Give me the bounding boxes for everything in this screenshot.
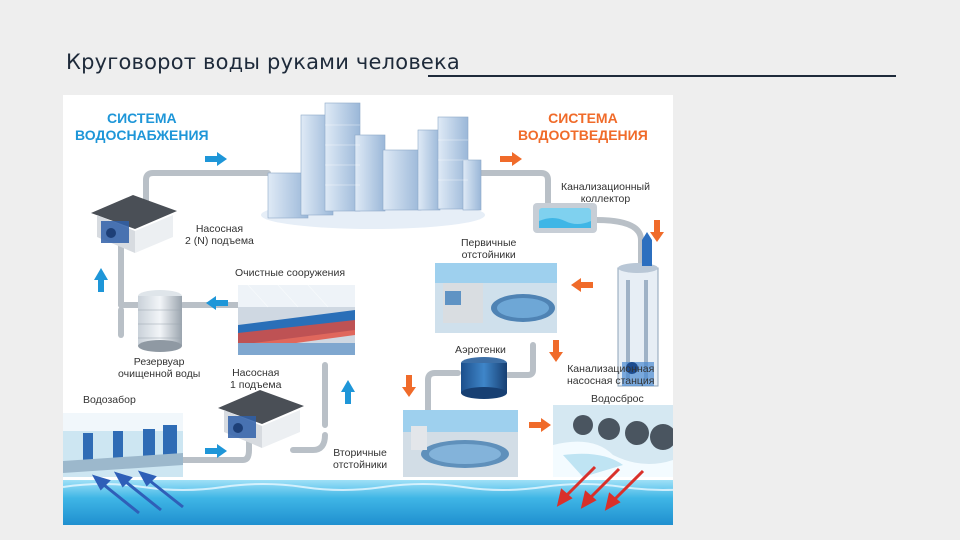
label-pump-station-1: Насосная 1 подъема [230, 367, 282, 391]
outfall-icon [553, 405, 673, 477]
water-intake-icon [63, 413, 183, 477]
settling-tank-icon [403, 410, 518, 477]
aerotank-icon [461, 357, 507, 399]
flow-arrow-icon [402, 152, 664, 432]
label-secondary-settlers: Вторичные отстойники [333, 447, 388, 471]
label-aerotanks: Аэротенки [455, 344, 506, 356]
pipe-pump1-to-treatment [290, 362, 328, 453]
label-primary-settlers: Первичные отстойники [461, 237, 517, 261]
city-icon [261, 102, 485, 229]
settling-tank-icon [435, 263, 557, 333]
pump-house-icon [91, 195, 177, 253]
label-sewer-collector: Канализационный коллектор [561, 181, 650, 205]
treatment-plant-icon [238, 284, 355, 355]
pipe-intake-to-pump1 [180, 437, 252, 463]
pump-house-icon [218, 390, 304, 448]
collector-icon [533, 203, 597, 233]
water-surface [63, 480, 673, 525]
slide-title: Круговорот воды руками человека [66, 50, 460, 74]
pipe-aerotank-to-secondary [425, 370, 461, 413]
flow-arrow-icon [556, 465, 645, 511]
label-clean-water-reservoir: Резервуар очищенной воды [118, 356, 201, 380]
pipe-city-to-collector [475, 170, 551, 206]
label-water-discharge: Водосброс [591, 393, 644, 405]
pipe-to-aerotank [505, 342, 536, 378]
flow-arrow-icon [91, 470, 184, 515]
label-treatment-facilities: Очистные сооружения [235, 267, 346, 279]
water-cycle-diagram: СИСТЕМА ВОДОСНАБЖЕНИЯ СИСТЕМА ВОДООТВЕДЕ… [63, 95, 673, 525]
flow-arrow-icon [94, 152, 355, 458]
supply-system-heading: СИСТЕМА ВОДОСНАБЖЕНИЯ [75, 110, 209, 143]
pump-tower-icon [617, 232, 659, 387]
label-sewage-pump-station: Канализационная насосная станция [567, 363, 655, 387]
label-pump-station-2: Насосная 2 (N) подъема [185, 223, 254, 247]
drainage-system-heading: СИСТЕМА ВОДООТВЕДЕНИЯ [518, 110, 648, 143]
pipe-collector-down [593, 217, 644, 273]
pipe-supply-top [143, 170, 271, 208]
tank-icon [138, 290, 182, 352]
title-underline [428, 75, 896, 77]
diagram-canvas [63, 102, 673, 525]
label-water-intake: Водозабор [83, 394, 136, 406]
